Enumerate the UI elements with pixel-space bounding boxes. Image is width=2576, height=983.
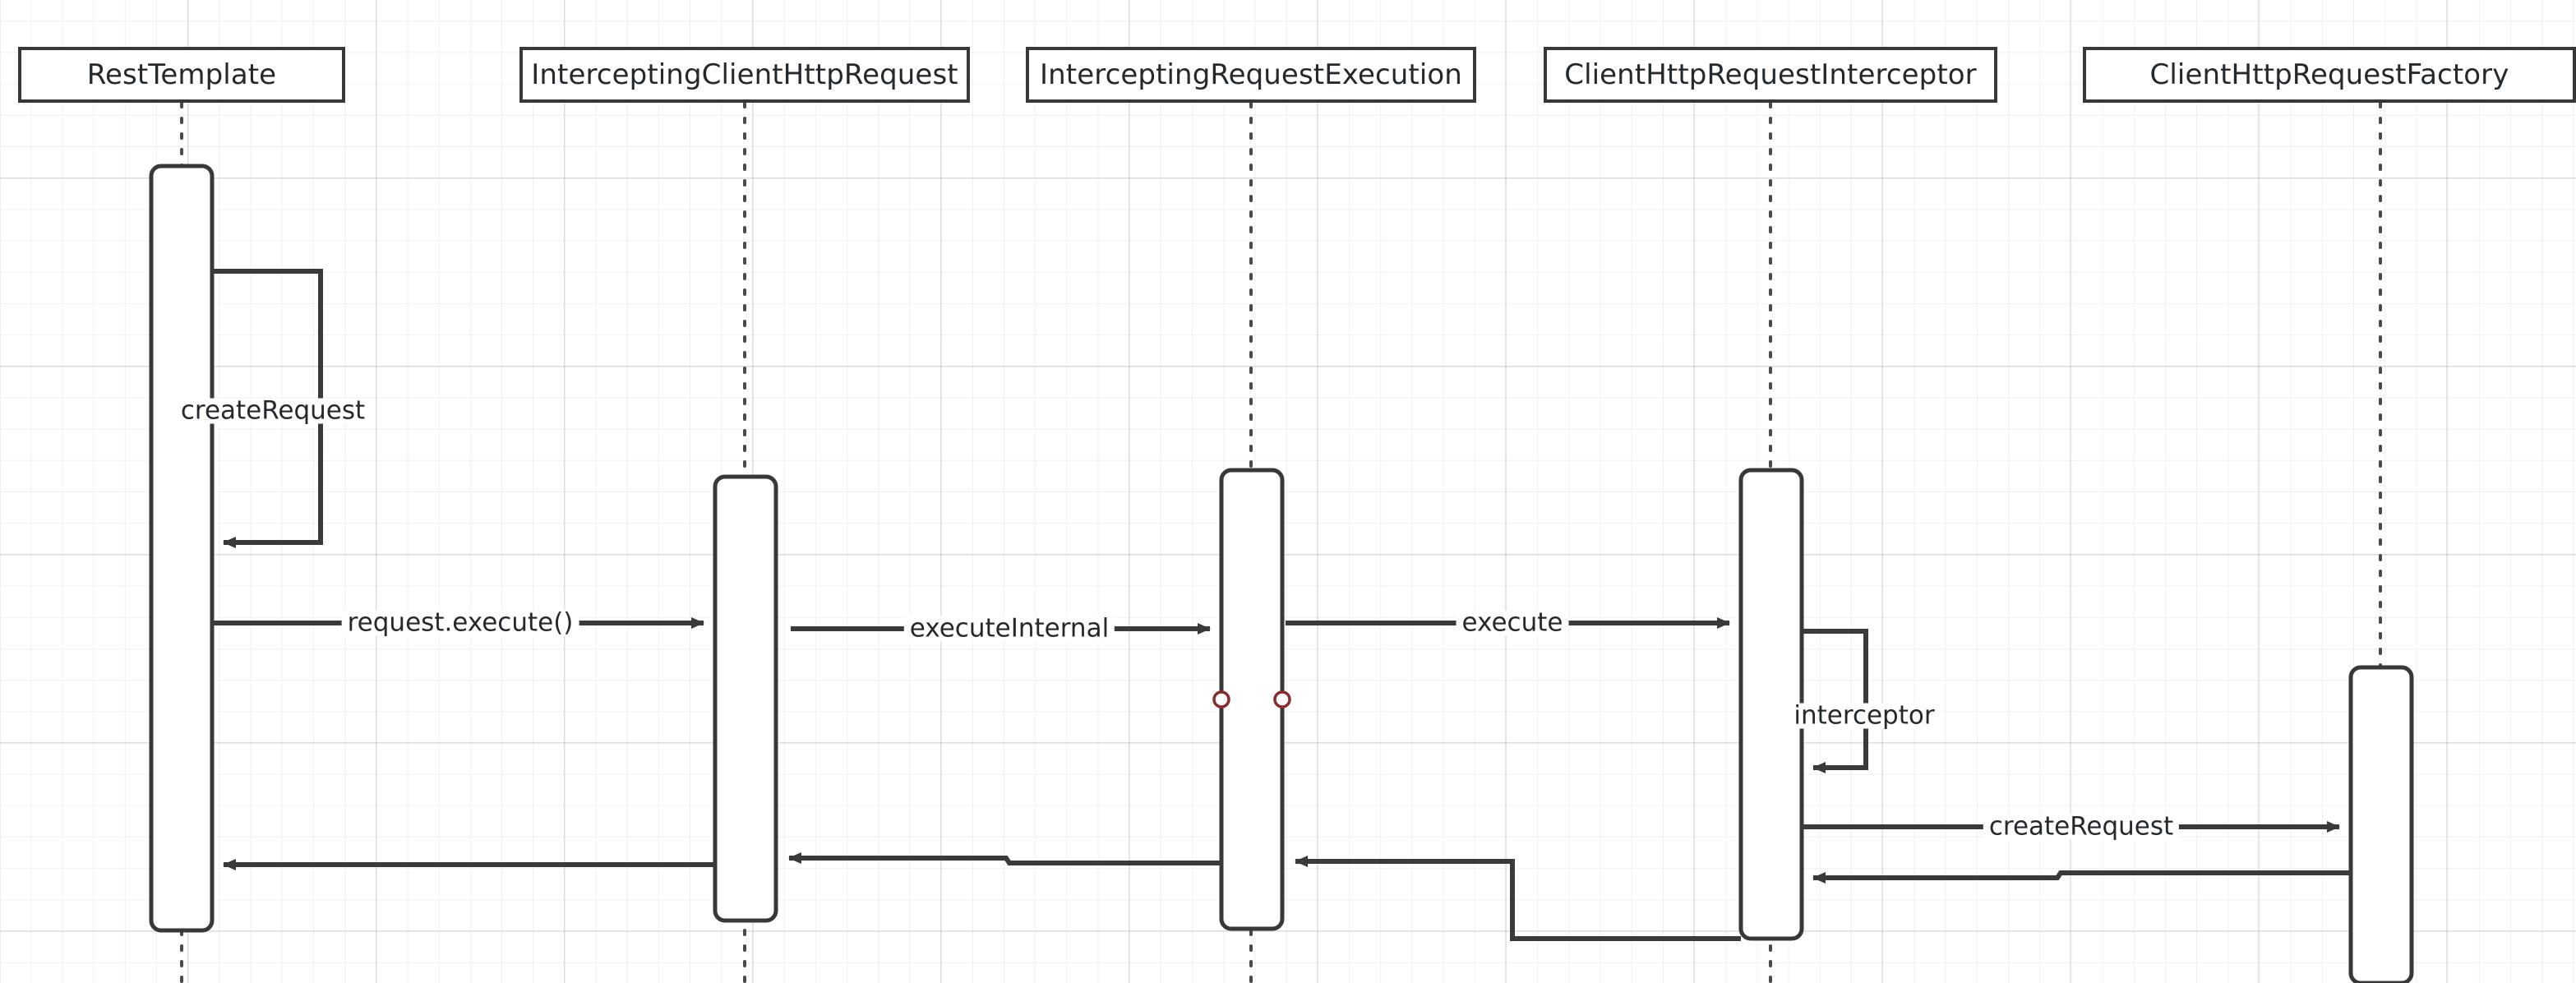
message-line-interceptor-self[interactable] (1802, 629, 1868, 773)
message-label-request-execute: request.execute() (341, 610, 579, 636)
anchor-point-left-icon[interactable] (1212, 690, 1230, 708)
activation-bar-client-http-request-factory[interactable] (2348, 665, 2414, 983)
message-line-return-factory-to-interceptor[interactable] (1812, 870, 2351, 884)
message-line-return-execution-to-request[interactable] (788, 852, 1221, 865)
participant-label-client-http-request-factory: ClientHttpRequestFactory (2149, 58, 2509, 91)
participant-box-rest-template[interactable]: RestTemplate (18, 47, 345, 103)
participant-label-rest-template: RestTemplate (86, 58, 277, 91)
participant-box-intercepting-request-execution[interactable]: InterceptingRequestExecution (1026, 47, 1476, 103)
anchor-point-right-icon[interactable] (1273, 690, 1291, 708)
participant-label-intercepting-client-http-request: InterceptingClientHttpRequest (531, 58, 958, 91)
activation-bar-intercepting-client-http-request[interactable] (713, 474, 778, 923)
activation-bars (149, 164, 2414, 983)
participant-box-intercepting-client-http-request[interactable]: InterceptingClientHttpRequest (519, 47, 970, 103)
message-line-return-interceptor-to-execution[interactable] (1295, 856, 1741, 941)
message-label-execute-internal: executeInternal (903, 616, 1115, 642)
message-label-interceptor-self: interceptor (1788, 703, 1941, 729)
message-label-create-request-self: createRequest (174, 398, 372, 424)
participant-label-client-http-request-interceptor: ClientHttpRequestInterceptor (1564, 58, 1977, 91)
participant-box-client-http-request-factory[interactable]: ClientHttpRequestFactory (2083, 47, 2576, 103)
message-label-execute: execute (1456, 610, 1569, 636)
participant-label-intercepting-request-execution: InterceptingRequestExecution (1040, 58, 1462, 91)
activation-bar-intercepting-request-execution[interactable] (1219, 468, 1285, 931)
anchor-handles[interactable] (1212, 690, 1291, 708)
message-label-create-request-factory: createRequest (1983, 814, 2180, 840)
participant-box-client-http-request-interceptor[interactable]: ClientHttpRequestInterceptor (1544, 47, 1997, 103)
activation-bar-rest-template[interactable] (149, 164, 215, 933)
